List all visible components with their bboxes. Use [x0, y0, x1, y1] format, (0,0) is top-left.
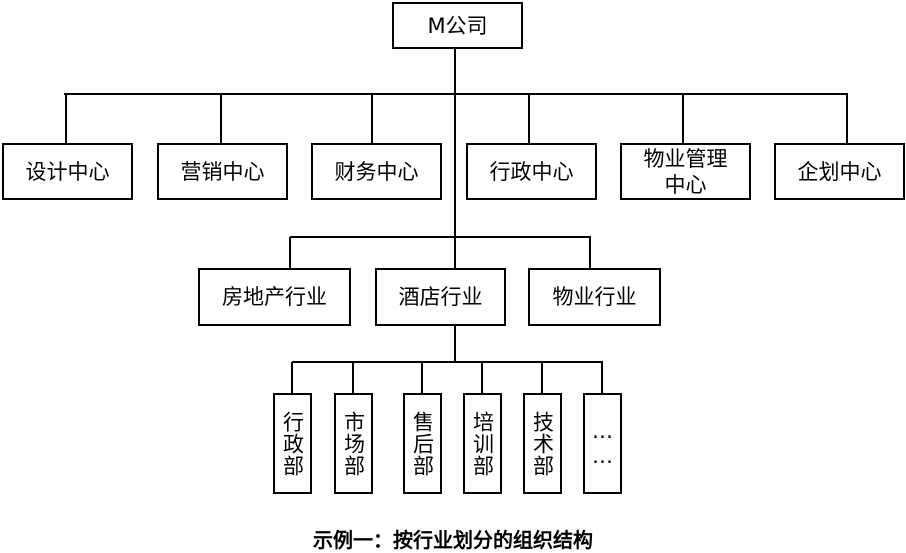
department-node-ellipsis: ……	[583, 393, 622, 494]
industry-node: 物业行业	[528, 268, 661, 326]
root-node: M公司	[392, 2, 523, 49]
diagram-caption: 示例一：按行业划分的组织结构	[313, 528, 593, 552]
industry-node: 房地产行业	[198, 268, 351, 326]
department-node: 技术部	[523, 393, 562, 494]
center-node: 营销中心	[157, 143, 288, 200]
center-node: 财务中心	[311, 143, 442, 200]
center-node: 设计中心	[2, 143, 133, 200]
industry-node: 酒店行业	[375, 268, 506, 326]
department-node: 行政部	[273, 393, 312, 494]
department-node: 售后部	[403, 393, 442, 494]
center-node: 行政中心	[466, 143, 597, 200]
center-node: 物业管理中心	[620, 143, 751, 200]
department-node: 市场部	[334, 393, 373, 494]
center-node: 企划中心	[774, 143, 905, 200]
department-node: 培训部	[463, 393, 502, 494]
